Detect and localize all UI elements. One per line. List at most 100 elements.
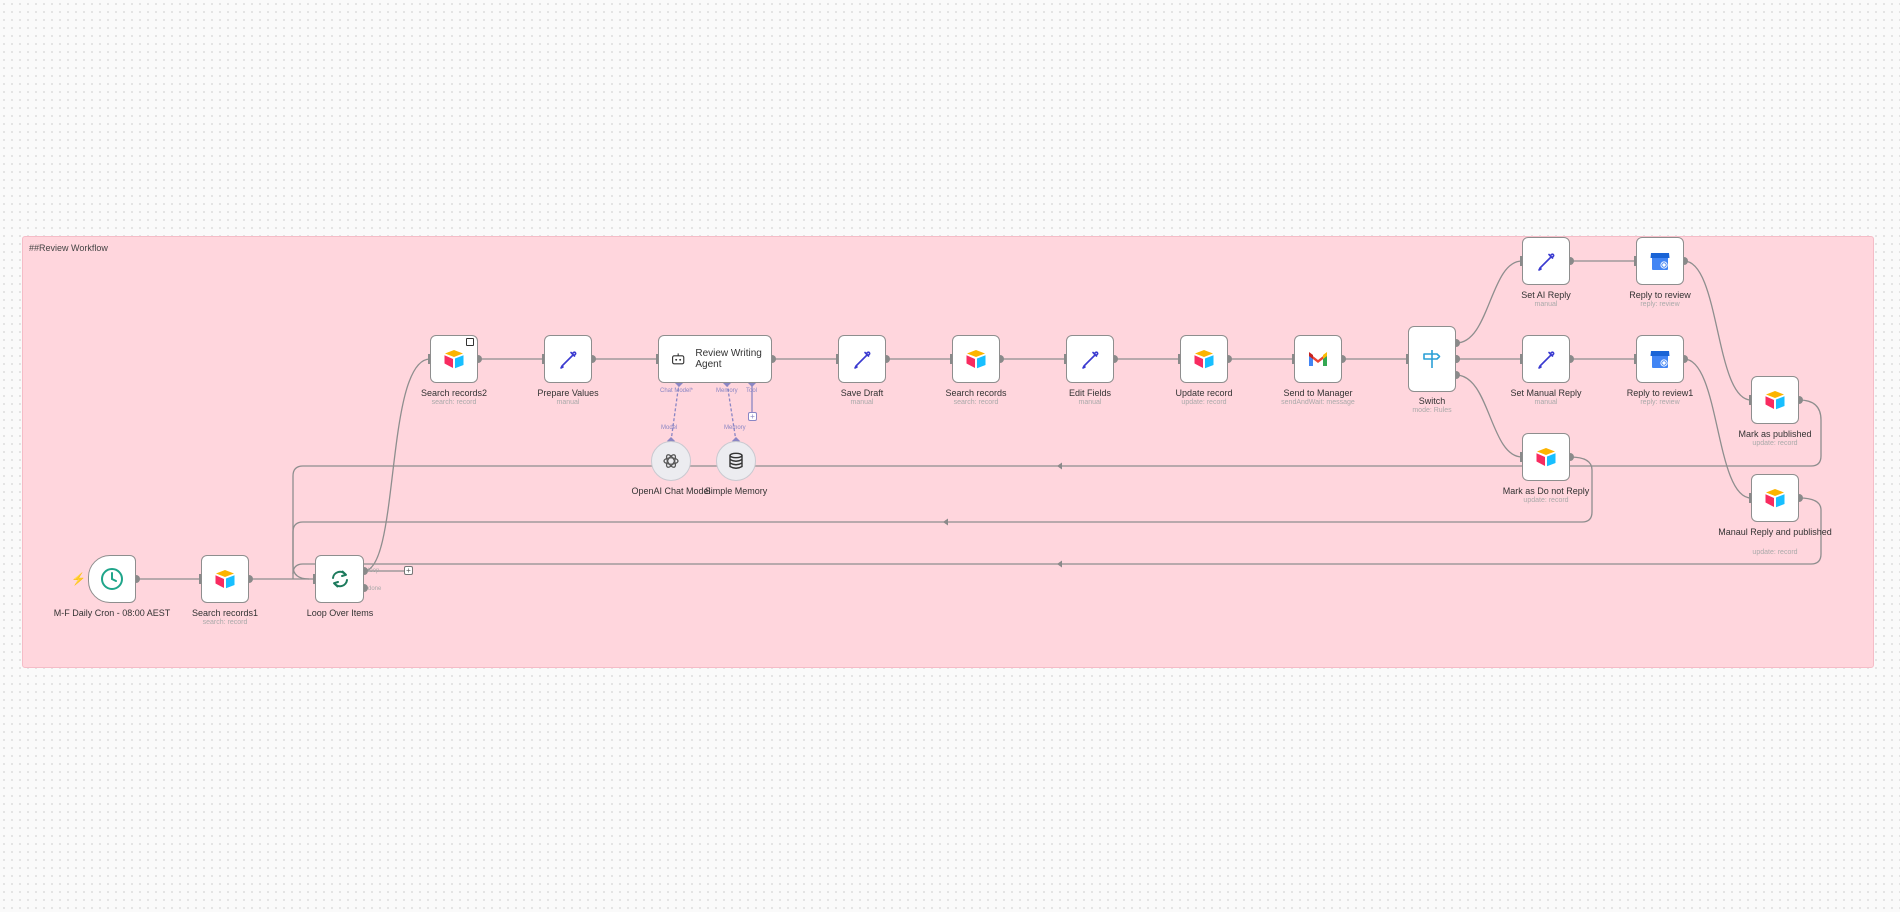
edge-reply1-manualpub[interactable] xyxy=(1683,358,1752,499)
google-business-icon xyxy=(1650,350,1670,369)
switch-label: Switch xyxy=(1418,396,1446,406)
reply-in[interactable] xyxy=(1634,256,1637,266)
reply-to-review1-node[interactable] xyxy=(1636,335,1684,383)
set-manual-reply-node[interactable] xyxy=(1522,335,1570,383)
save-draft-sub: manual xyxy=(850,399,874,406)
mark-as-published-label: Mark as published xyxy=(1738,429,1812,439)
add-node-plus-icon[interactable]: + xyxy=(404,566,413,575)
setai-in[interactable] xyxy=(1520,256,1523,266)
edit-fields-label: Edit Fields xyxy=(1068,388,1112,398)
edit-fields-sub: manual xyxy=(1078,399,1102,406)
pencil-icon xyxy=(1538,253,1555,271)
search-records2-sub: search: record xyxy=(431,399,477,406)
manual-reply-published-sub: update: record xyxy=(1752,549,1798,556)
prepare-values-sub: manual xyxy=(556,399,580,406)
set-ai-reply-label: Set AI Reply xyxy=(1521,290,1571,300)
tool-port-label: Tool xyxy=(746,388,758,394)
add-tool-plus-icon[interactable]: + xyxy=(748,412,757,421)
cron-trigger-node[interactable] xyxy=(88,555,136,603)
mark-as-published-sub: update: record xyxy=(1752,440,1798,447)
loop-in[interactable] xyxy=(313,574,316,584)
edge-manualpub-loopback[interactable] xyxy=(292,497,1822,575)
pencil-icon xyxy=(1082,351,1099,369)
save-draft-node[interactable] xyxy=(838,335,886,383)
donotreply-in[interactable] xyxy=(1520,452,1523,462)
loop-node-label: Loop Over Items xyxy=(306,608,374,618)
cron-node-label: M-F Daily Cron - 08:00 AEST xyxy=(53,608,171,618)
edge-search2-prepare-in[interactable] xyxy=(542,354,545,364)
signpost-icon xyxy=(1423,350,1441,368)
edge-switch-setmanual-in[interactable] xyxy=(1520,354,1523,364)
expand-icon xyxy=(466,338,474,346)
memory-in-port-label: Memory xyxy=(724,425,746,431)
update-record-node[interactable] xyxy=(1180,335,1228,383)
search-records1-sub: search: record xyxy=(202,619,248,626)
loopback-arrow-3 xyxy=(1057,560,1062,568)
airtable-icon xyxy=(1765,489,1785,508)
mark-do-not-reply-node[interactable] xyxy=(1522,433,1570,481)
openai-icon xyxy=(663,454,679,468)
airtable-icon xyxy=(1536,448,1556,467)
edge-loop-search2[interactable] xyxy=(363,358,431,572)
memory-port-label: Memory xyxy=(716,388,738,394)
search-records-sub: search: record xyxy=(953,399,999,406)
published-in[interactable] xyxy=(1749,395,1752,405)
set-ai-reply-node[interactable] xyxy=(1522,237,1570,285)
manual-reply-published-label: Manaul Reply and published xyxy=(1718,527,1832,537)
edge-search-edit-in[interactable] xyxy=(1064,354,1067,364)
review-writing-agent-node[interactable]: Review Writing Agent xyxy=(658,335,772,383)
manualpub-in[interactable] xyxy=(1749,493,1752,503)
pencil-icon xyxy=(560,351,577,369)
edge-prepare-agent-in[interactable] xyxy=(656,354,659,364)
pencil-icon xyxy=(854,351,871,369)
search-records-label: Search records xyxy=(945,388,1007,398)
openai-node-label: OpenAI Chat Model xyxy=(631,486,711,496)
edge-update-manager-in[interactable] xyxy=(1292,354,1295,364)
google-business-icon xyxy=(1650,252,1670,271)
mark-do-not-reply-sub: update: record xyxy=(1523,497,1569,504)
mark-as-published-node[interactable] xyxy=(1751,376,1799,424)
edge-savedraft-search-in[interactable] xyxy=(950,354,953,364)
send-to-manager-node[interactable] xyxy=(1294,335,1342,383)
search1-in[interactable] xyxy=(199,574,202,584)
reply-to-review-node[interactable] xyxy=(1636,237,1684,285)
airtable-icon xyxy=(1765,391,1785,410)
loop-over-items-node[interactable] xyxy=(315,555,364,603)
edge-switch-setai[interactable] xyxy=(1455,260,1523,344)
manual-reply-published-node[interactable] xyxy=(1751,474,1799,522)
set-ai-reply-sub: manual xyxy=(1534,301,1558,308)
search-records1-label: Search records1 xyxy=(191,608,259,618)
clock-icon xyxy=(101,568,123,590)
trigger-bolt-icon: ⚡ xyxy=(71,572,86,586)
edit-fields-node[interactable] xyxy=(1066,335,1114,383)
search2-in[interactable] xyxy=(428,354,431,364)
switch-sub: mode: Rules xyxy=(1412,407,1452,414)
loopback-arrow-2 xyxy=(943,518,948,526)
edge-edit-update-in[interactable] xyxy=(1178,354,1181,364)
done-port-label: done xyxy=(368,586,382,592)
mark-do-not-reply-label: Mark as Do not Reply xyxy=(1502,486,1590,496)
switch-node[interactable] xyxy=(1408,326,1456,392)
openai-chat-model-node[interactable] xyxy=(651,441,691,481)
database-icon xyxy=(729,452,743,469)
edge-switch-donotreply[interactable] xyxy=(1455,374,1523,458)
send-to-manager-label: Send to Manager xyxy=(1283,388,1353,398)
edge-donotreply-loopback[interactable] xyxy=(292,456,1593,579)
loop-port-label: loop xyxy=(368,568,380,574)
agent-node-label: Review Writing Agent xyxy=(695,348,762,370)
search-records-node[interactable] xyxy=(952,335,1000,383)
model-port-label: Model xyxy=(661,425,678,431)
reply-to-review1-label: Reply to review1 xyxy=(1626,388,1694,398)
edge-agent-savedraft-in[interactable] xyxy=(836,354,839,364)
edge-setmanual-reply1-in[interactable] xyxy=(1634,354,1637,364)
chat-model-port-label: Chat Model* xyxy=(660,388,694,394)
edge-reply-published[interactable] xyxy=(1683,260,1752,401)
search-records2-node[interactable] xyxy=(430,335,478,383)
prepare-values-node[interactable] xyxy=(544,335,592,383)
edge-manager-switch-in[interactable] xyxy=(1406,354,1409,364)
simple-memory-node[interactable] xyxy=(716,441,756,481)
save-draft-label: Save Draft xyxy=(840,388,884,398)
search-records1-node[interactable] xyxy=(201,555,249,603)
gmail-icon xyxy=(1309,352,1327,366)
